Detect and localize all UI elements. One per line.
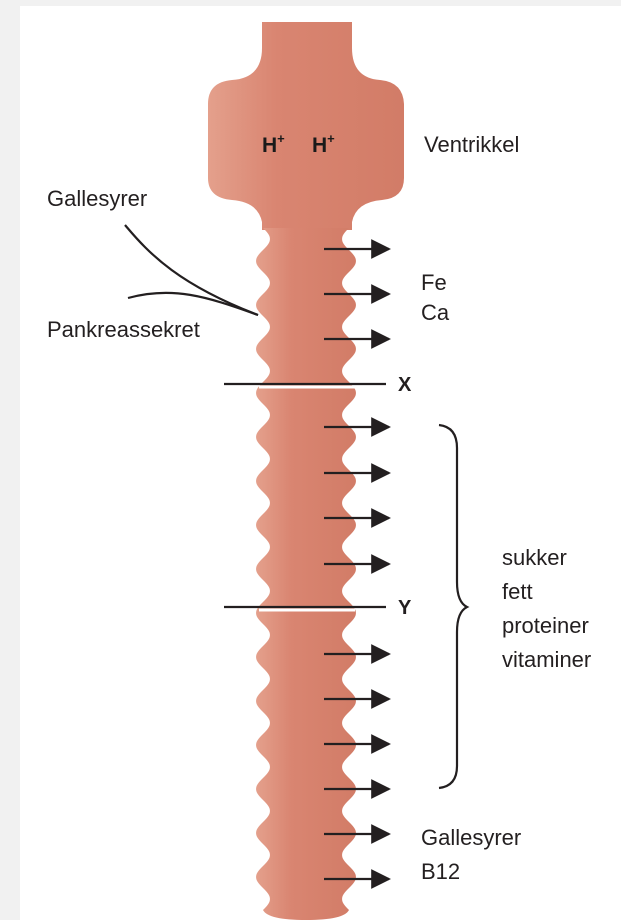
bile-acids-input-label: Gallesyrer [47,186,147,211]
divider-y-label: Y [398,597,412,619]
stomach-label: Ventrikkel [424,132,519,157]
small-intestine-shape [256,228,356,920]
pancreatic-secretion-label: Pankreassekret [47,317,200,342]
upper-absorption-label-fe: Fe [421,270,447,295]
upper-absorption-label-ca: Ca [421,300,450,325]
stomach-shape [208,22,404,230]
curly-brace [439,425,467,788]
pancreatic-line [128,293,258,315]
divider-x-label: X [398,374,412,396]
middle-label-fat: fett [502,579,533,604]
middle-label-proteins: proteiner [502,613,589,638]
middle-label-sugar: sukker [502,545,567,570]
bile-acid-line [125,225,258,315]
lower-label-bile-acids: Gallesyrer [421,825,521,850]
lower-label-b12: B12 [421,859,460,884]
middle-label-vitamins: vitaminer [502,647,591,672]
